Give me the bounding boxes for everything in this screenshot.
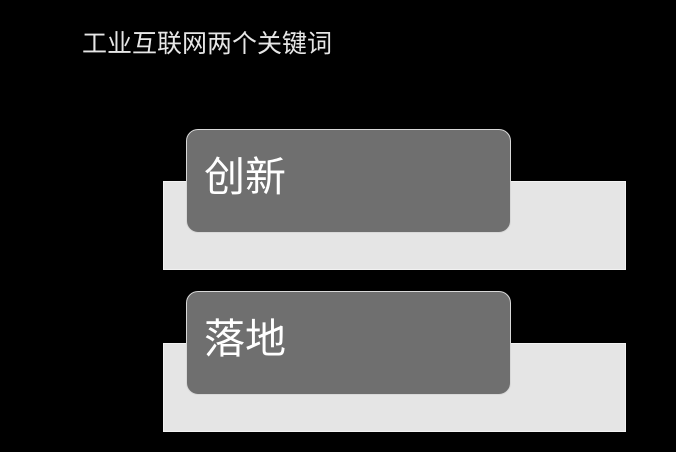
slide-title: 工业互联网两个关键词 — [82, 29, 333, 58]
keyword-1-label: 创新 — [204, 153, 286, 201]
keyword-1-box: 创新 — [186, 129, 511, 233]
keyword-2-label: 落地 — [204, 315, 286, 363]
keyword-2-box: 落地 — [186, 291, 511, 395]
